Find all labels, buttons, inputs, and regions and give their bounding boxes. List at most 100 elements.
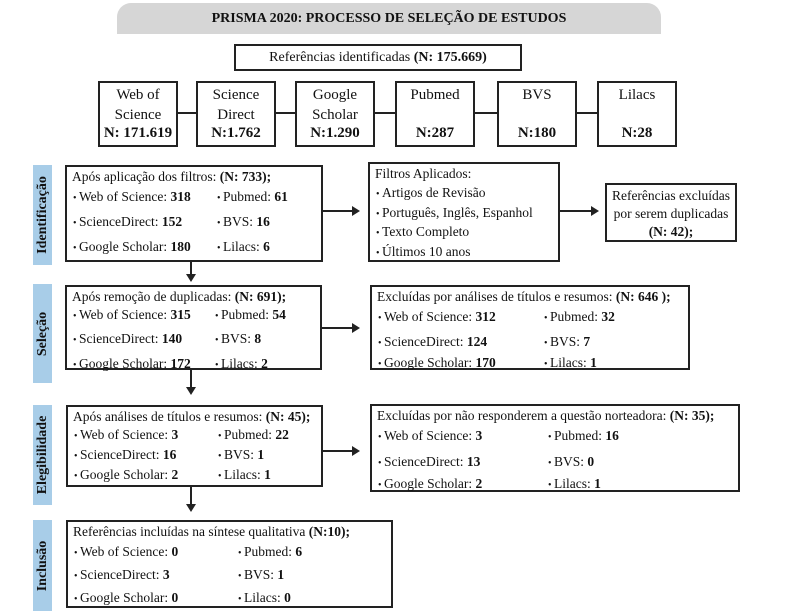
- duplicates-label: Referências excluídas por serem duplicad…: [611, 188, 731, 221]
- database-value: 1: [590, 355, 597, 370]
- box-count: (N: 691);: [234, 289, 287, 304]
- deduplicated-box: Após remoção de duplicadas: (N: 691); Web…: [65, 285, 322, 372]
- database-value: 170: [475, 355, 496, 370]
- database-name: BVS:: [550, 334, 584, 349]
- duplicates-count: (N: 42);: [648, 224, 694, 239]
- excluded-question-box: Excluídas por não responderem a questão …: [370, 404, 740, 492]
- connector: [276, 112, 295, 114]
- database-count-item: Pubmed: 16: [548, 428, 619, 444]
- database-count-item: BVS: 7: [544, 334, 590, 350]
- stage-label: Inclusão: [34, 540, 50, 591]
- database-name: Google Scholar:: [384, 476, 476, 491]
- database-value: 1: [257, 447, 265, 462]
- database-name: BVS:: [223, 214, 257, 229]
- source-name: BVS: [522, 87, 552, 103]
- connector: [323, 450, 353, 452]
- source-count: N:28: [621, 125, 653, 141]
- stage-label: Elegibilidade: [34, 415, 50, 495]
- box-label: Excluídas por não responderem a questão …: [377, 408, 667, 423]
- connector: [178, 112, 196, 114]
- database-value: 32: [601, 309, 615, 324]
- database-count-item: Web of Science: 0: [74, 544, 178, 560]
- database-value: 54: [272, 307, 286, 322]
- database-name: BVS:: [244, 567, 278, 582]
- database-count-item: Lilacs: 0: [238, 590, 291, 606]
- database-count-item: Web of Science: 318: [73, 189, 191, 205]
- database-count-item: ScienceDirect: 16: [74, 447, 176, 463]
- filters-label: Filtros Aplicados:: [375, 166, 472, 181]
- database-count-item: Lilacs: 1: [548, 476, 601, 492]
- database-name: Google Scholar:: [384, 355, 476, 370]
- database-value: 152: [161, 214, 183, 229]
- arrow-right-icon: [591, 206, 599, 216]
- database-count-item: BVS: 8: [215, 331, 261, 347]
- database-count-item: BVS: 1: [218, 447, 264, 463]
- stage-label: Identificação: [34, 176, 50, 254]
- arrow-right-icon: [352, 323, 360, 333]
- box-label: Excluídas por análises de títulos e resu…: [377, 289, 613, 304]
- box-label: Após remoção de duplicadas:: [72, 289, 232, 304]
- box-header: Após aplicação dos filtros: (N: 733);: [72, 169, 271, 185]
- source-name: Science Direct: [212, 87, 260, 123]
- stage-label: Seleção: [34, 311, 50, 356]
- database-value: 172: [170, 356, 191, 371]
- database-count-item: Google Scholar: 2: [378, 476, 482, 492]
- database-value: 2: [475, 476, 483, 491]
- database-count-item: Web of Science: 3: [74, 427, 178, 443]
- database-name: Google Scholar:: [79, 239, 171, 254]
- database-count-item: Lilacs: 2: [215, 356, 268, 372]
- database-name: BVS:: [224, 447, 258, 462]
- database-count-item: BVS: 1: [238, 567, 284, 583]
- eligible-box: Após análises de títulos e resumos: (N: …: [66, 405, 323, 487]
- stage-elegibilidade: Elegibilidade: [33, 405, 52, 505]
- source-count: N:287: [415, 125, 455, 141]
- database-value: 1: [594, 476, 601, 491]
- database-name: Pubmed:: [221, 307, 273, 322]
- duplicates-box: Referências excluídas por serem duplicad…: [605, 183, 737, 242]
- database-count-item: Google Scholar: 170: [378, 355, 496, 371]
- identified-label: Referências identificadas: [269, 50, 411, 65]
- database-name: ScienceDirect:: [79, 331, 162, 346]
- database-count-item: BVS: 0: [548, 454, 594, 470]
- database-name: Web of Science:: [79, 189, 171, 204]
- database-name: Web of Science:: [384, 428, 476, 443]
- arrow-right-icon: [352, 206, 360, 216]
- database-name: ScienceDirect:: [384, 454, 467, 469]
- database-value: 16: [162, 447, 177, 462]
- database-name: Pubmed:: [224, 427, 276, 442]
- database-count-item: Web of Science: 315: [73, 307, 191, 323]
- connector: [323, 210, 353, 212]
- database-value: 318: [170, 189, 191, 204]
- identified-box: Referências identificadas (N: 175.669): [234, 44, 522, 71]
- database-count-item: Pubmed: 32: [544, 309, 615, 325]
- source-name: Google Scholar: [312, 87, 358, 123]
- database-count-item: Web of Science: 3: [378, 428, 482, 444]
- box-header: Excluídas por análises de títulos e resu…: [377, 289, 671, 305]
- source-name: Lilacs: [618, 87, 656, 103]
- database-count-item: Pubmed: 61: [217, 189, 288, 205]
- source-box: BVS N:180: [497, 81, 577, 147]
- database-value: 8: [254, 331, 262, 346]
- database-value: 6: [263, 239, 270, 254]
- database-value: 61: [274, 189, 288, 204]
- database-value: 1: [264, 467, 271, 482]
- arrow-right-icon: [352, 446, 360, 456]
- connector: [190, 370, 192, 388]
- database-count-item: Google Scholar: 172: [73, 356, 191, 372]
- box-count: (N: 733);: [219, 169, 272, 184]
- connector: [560, 210, 592, 212]
- source-count: N:180: [517, 125, 557, 141]
- connector: [475, 112, 497, 114]
- database-name: Google Scholar:: [80, 467, 172, 482]
- database-name: Web of Science:: [80, 544, 172, 559]
- database-count-item: Lilacs: 1: [544, 355, 597, 371]
- database-name: ScienceDirect:: [80, 567, 163, 582]
- database-value: 13: [466, 454, 481, 469]
- connector: [190, 487, 192, 505]
- database-value: 3: [475, 428, 483, 443]
- database-name: Lilacs:: [223, 239, 264, 254]
